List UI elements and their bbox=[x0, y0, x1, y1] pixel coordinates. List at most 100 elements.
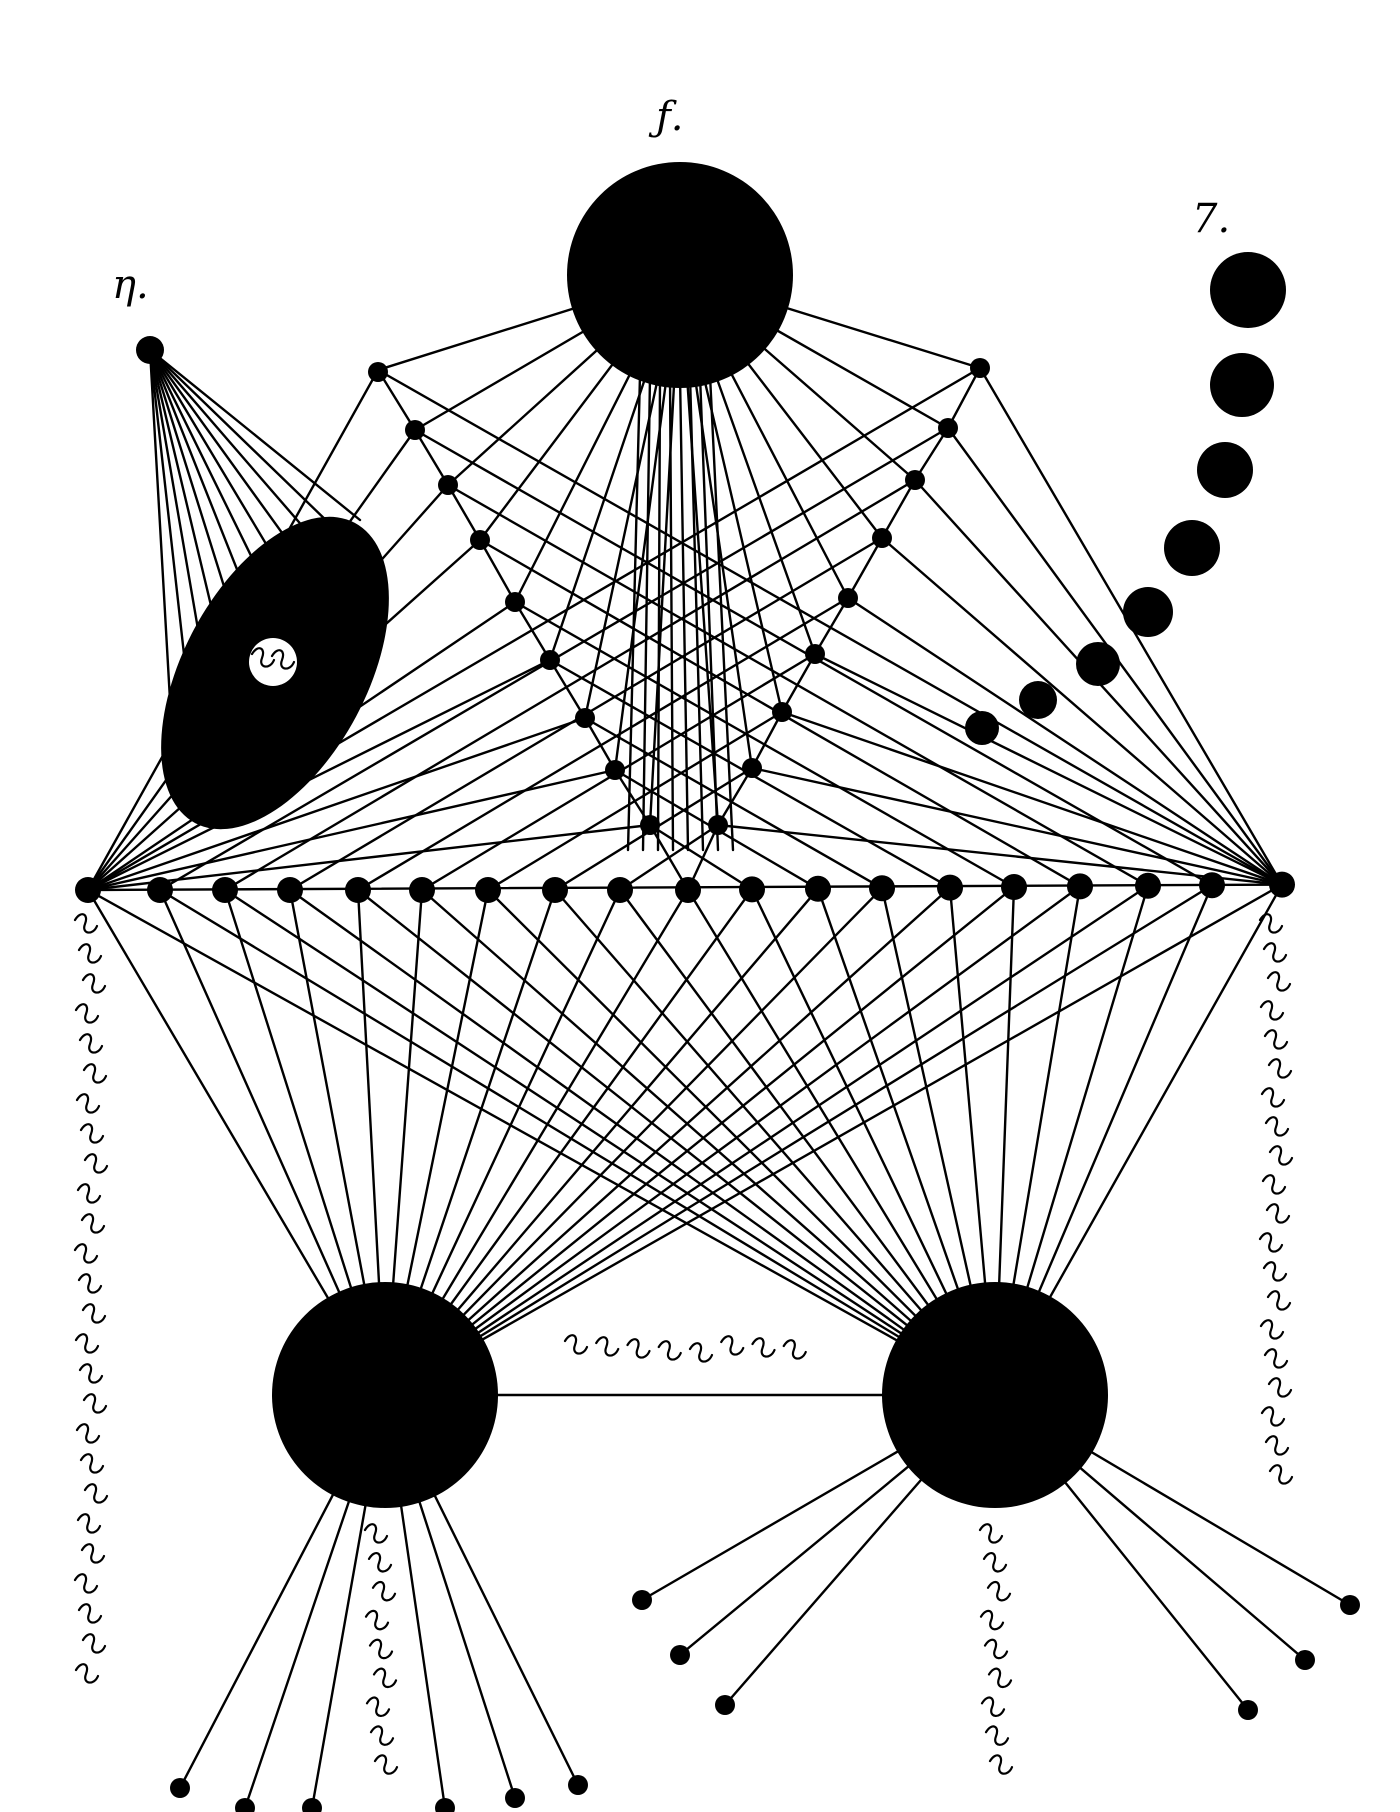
pendant-node bbox=[1238, 1700, 1258, 1720]
row-node bbox=[739, 876, 765, 903]
arc-node bbox=[1210, 353, 1274, 417]
bottom-left-large-circle bbox=[272, 1282, 498, 1508]
cross-line bbox=[716, 823, 1284, 886]
cross-line bbox=[376, 368, 1284, 886]
cone-apex bbox=[136, 336, 164, 364]
v-node bbox=[540, 650, 560, 670]
arm-link bbox=[813, 596, 850, 656]
arm-link bbox=[413, 428, 450, 487]
arm-link bbox=[750, 710, 784, 770]
pendant-node bbox=[670, 1645, 690, 1665]
arc-node bbox=[965, 711, 999, 745]
v-node bbox=[605, 760, 625, 780]
v-node bbox=[708, 815, 728, 835]
v-node bbox=[838, 588, 858, 608]
cone-line bbox=[148, 348, 362, 522]
row-node bbox=[1001, 874, 1027, 900]
pendant-node bbox=[568, 1775, 588, 1795]
v-node bbox=[405, 420, 425, 440]
cross-line bbox=[780, 710, 1284, 886]
row-node bbox=[1135, 872, 1161, 899]
fan-line bbox=[383, 884, 1214, 1397]
bottom-right-script bbox=[978, 1523, 1014, 1775]
arc-node bbox=[1164, 520, 1220, 576]
arm-link bbox=[880, 478, 917, 540]
row-node bbox=[345, 877, 371, 903]
v-node bbox=[805, 644, 825, 664]
right-vertical-script bbox=[1258, 913, 1294, 1485]
v-node bbox=[575, 708, 595, 728]
cross-line bbox=[583, 716, 884, 890]
arc-node bbox=[1076, 642, 1120, 686]
row-node bbox=[409, 877, 435, 903]
row-node bbox=[277, 877, 303, 903]
pendant-node bbox=[632, 1590, 652, 1610]
script-stroke bbox=[978, 1523, 1014, 1775]
right-mark-label: 7. bbox=[1192, 196, 1230, 242]
row-node bbox=[937, 874, 963, 901]
v-node bbox=[938, 418, 958, 438]
bottom-right-large-circle bbox=[882, 1282, 1108, 1508]
pendant-node bbox=[302, 1798, 322, 1812]
arm-link bbox=[548, 658, 587, 720]
arm-link bbox=[946, 366, 982, 430]
fan-line bbox=[223, 888, 997, 1397]
cross-line bbox=[750, 766, 1284, 886]
fan-line bbox=[383, 885, 1082, 1397]
cone-line bbox=[148, 348, 206, 669]
arm-link bbox=[780, 652, 817, 714]
v-node bbox=[505, 592, 525, 612]
cone-line bbox=[148, 348, 172, 702]
fan-line bbox=[486, 888, 997, 1397]
cross-line bbox=[86, 768, 617, 892]
cross-line bbox=[86, 823, 652, 892]
cross-line bbox=[486, 710, 784, 892]
fan-line bbox=[383, 884, 1150, 1397]
v-node bbox=[640, 815, 660, 835]
arm-link bbox=[613, 768, 652, 827]
fan-line bbox=[383, 887, 884, 1397]
pendant-node bbox=[505, 1788, 525, 1808]
pendant-node bbox=[435, 1798, 455, 1812]
cross-line bbox=[618, 823, 720, 892]
cross-line bbox=[223, 478, 917, 892]
arc-node bbox=[1123, 587, 1173, 637]
arm-link bbox=[376, 368, 417, 432]
bottom-left-script bbox=[363, 1523, 399, 1775]
arm-link bbox=[913, 426, 950, 482]
pendant-node bbox=[1340, 1595, 1360, 1615]
top-ray bbox=[641, 373, 652, 852]
arc-node bbox=[1019, 681, 1057, 719]
top-large-circle bbox=[567, 162, 793, 388]
row-node bbox=[1269, 871, 1295, 898]
top-mark-label: ƒ. bbox=[648, 94, 684, 140]
row-node bbox=[805, 875, 831, 902]
cone-line bbox=[148, 348, 224, 653]
pendant-node bbox=[1295, 1650, 1315, 1670]
script-stroke bbox=[1258, 913, 1294, 1485]
cross-line bbox=[513, 600, 1016, 889]
fan-line bbox=[383, 883, 1284, 1397]
arm-link bbox=[446, 483, 482, 542]
top-ray bbox=[656, 373, 662, 852]
script-stroke bbox=[250, 647, 296, 670]
cone-line bbox=[148, 348, 344, 538]
row-node bbox=[542, 877, 568, 903]
cross-line bbox=[813, 652, 1284, 886]
cross-line bbox=[86, 716, 587, 892]
v-node bbox=[470, 530, 490, 550]
cross-line bbox=[880, 536, 1284, 886]
fan-line bbox=[356, 888, 997, 1397]
top-ray bbox=[698, 373, 720, 852]
script-stroke bbox=[363, 1523, 399, 1775]
row-node bbox=[675, 877, 701, 903]
left-mark-label: η. bbox=[112, 262, 149, 308]
arm-link bbox=[583, 716, 617, 772]
v-node bbox=[905, 470, 925, 490]
row-node bbox=[212, 877, 238, 903]
diagram-shapes bbox=[75, 162, 1360, 1812]
left-vertical-script bbox=[73, 913, 109, 1684]
cross-line bbox=[648, 823, 754, 891]
row-node bbox=[869, 875, 895, 902]
